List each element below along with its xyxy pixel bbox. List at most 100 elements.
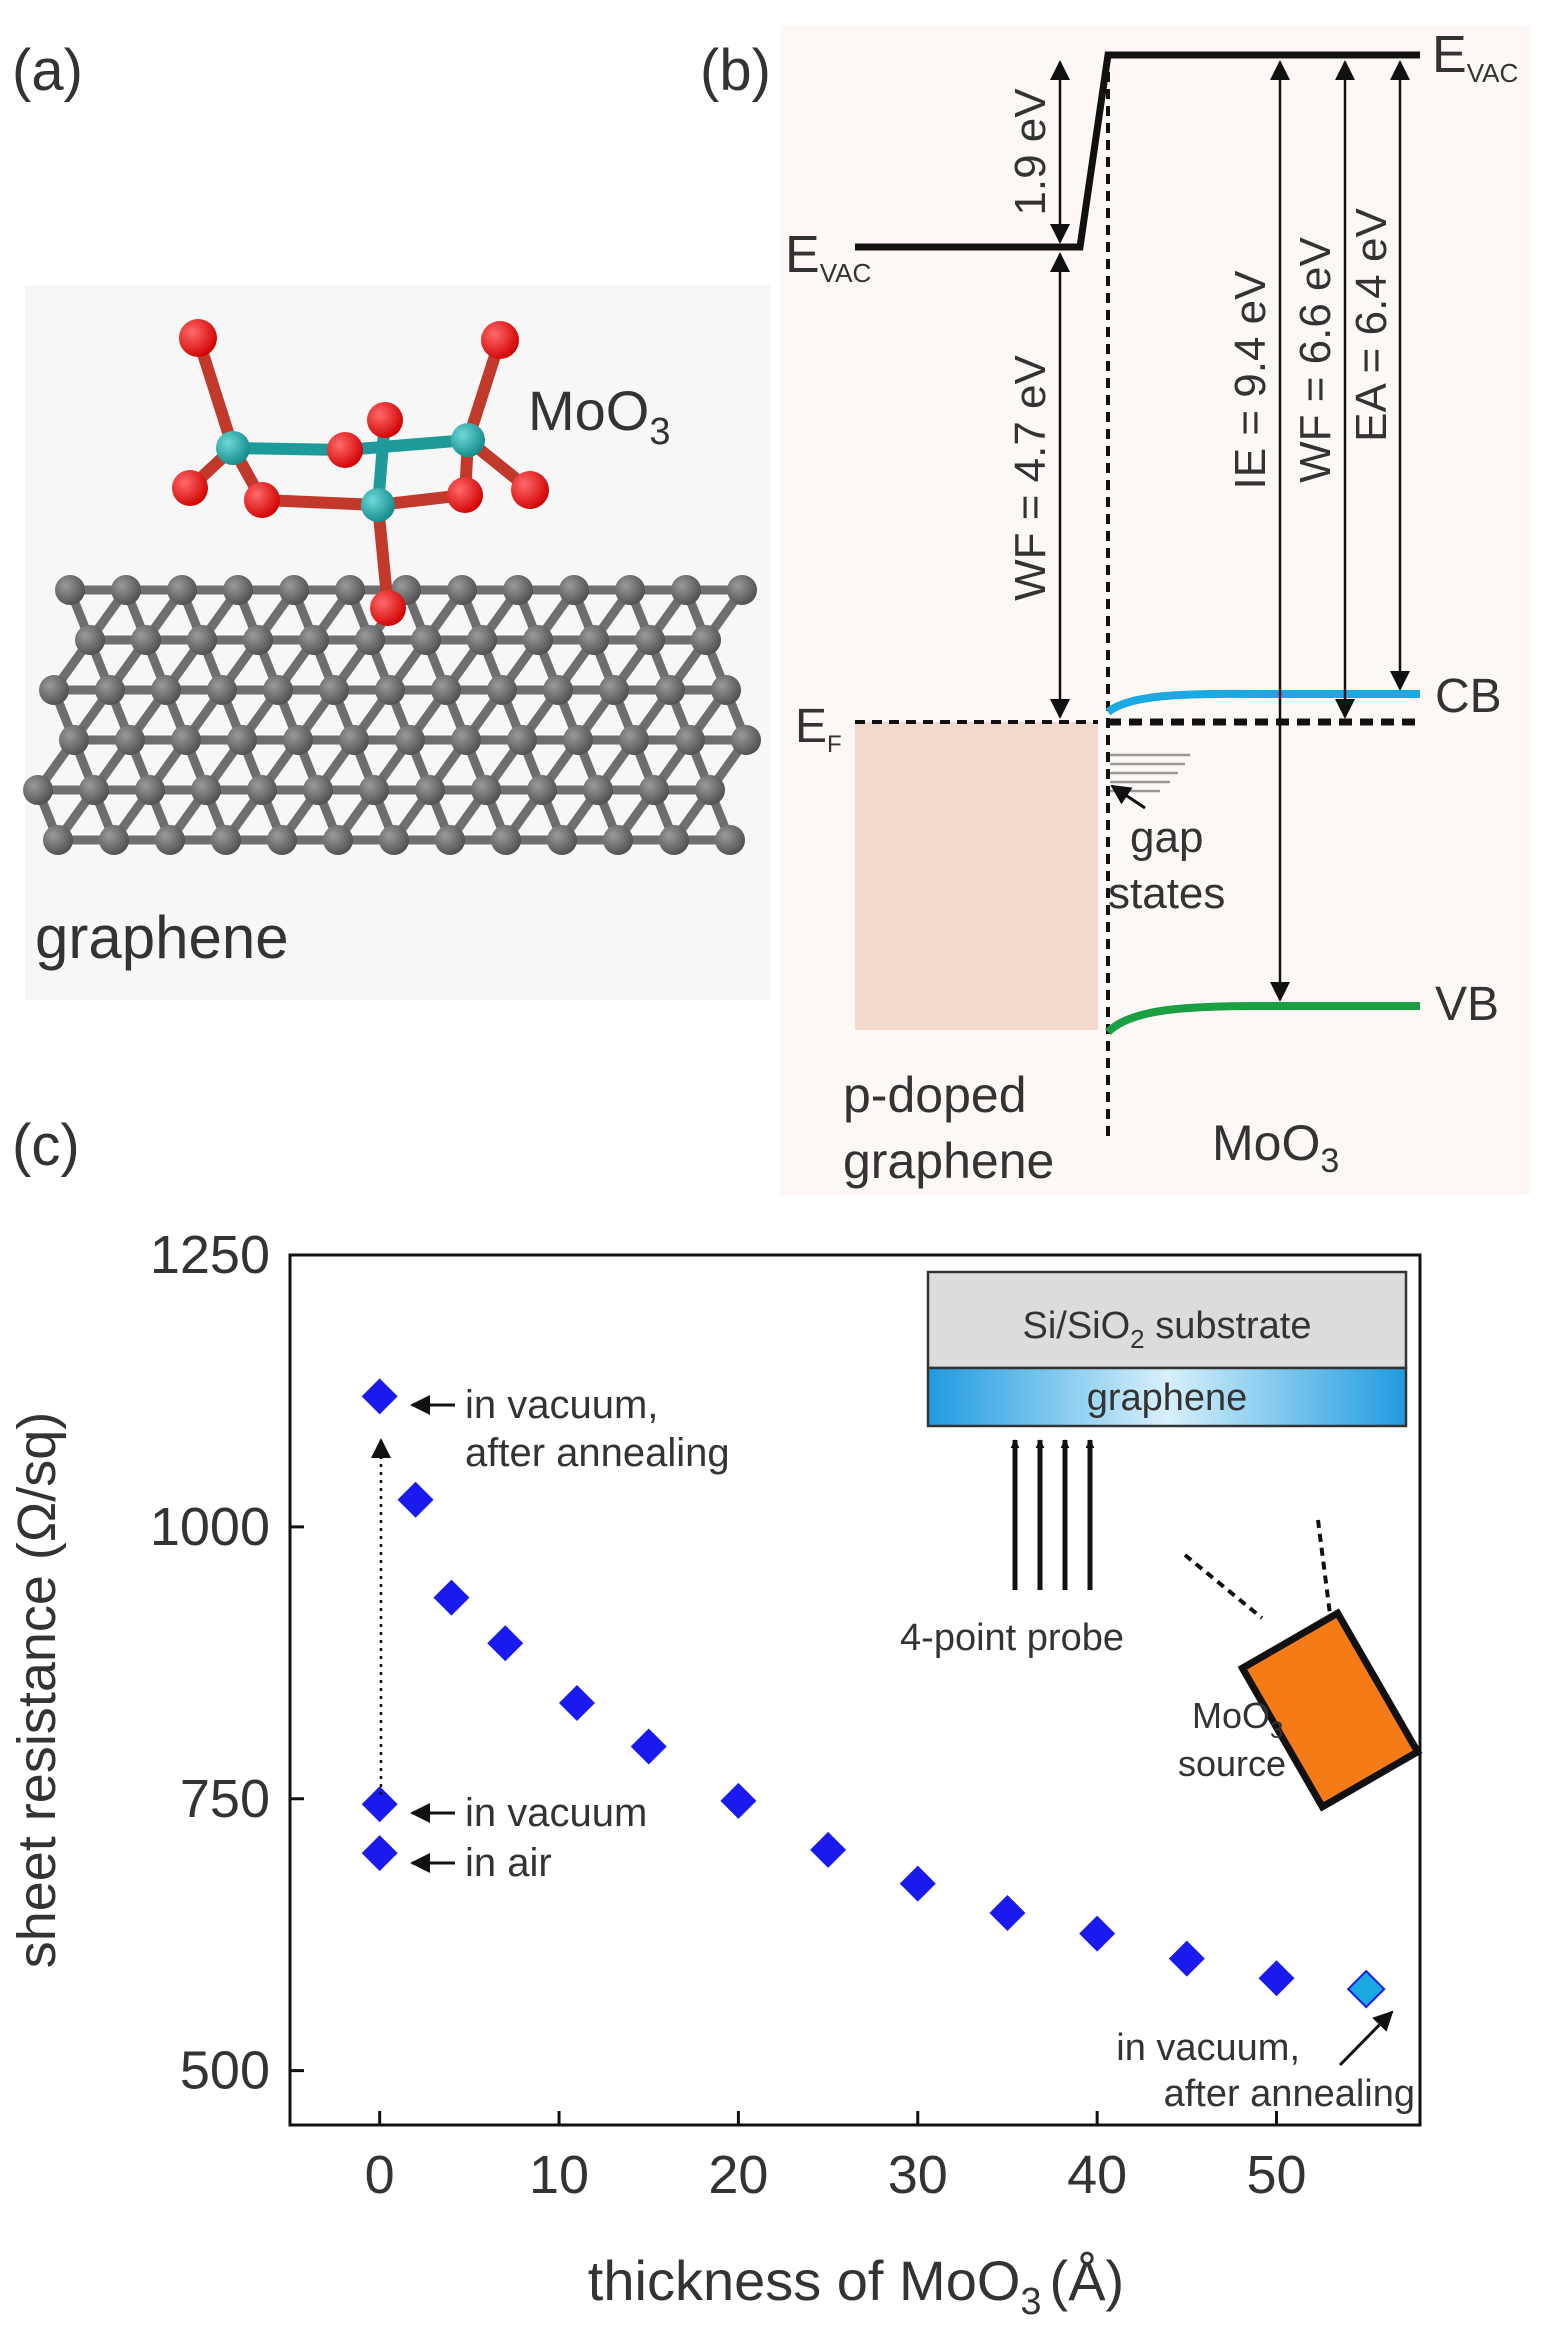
annotation-vacuum: in vacuum: [465, 1791, 647, 1835]
carbon-atom: [99, 825, 129, 855]
data-point: [630, 1728, 667, 1765]
gap-label-2: states: [1108, 869, 1225, 918]
carbon-atom: [559, 575, 589, 605]
carbon-atom: [359, 775, 389, 805]
carbon-atom: [111, 575, 141, 605]
p-doped-label: p-doped: [843, 1067, 1027, 1123]
plot-frame: [288, 1253, 1422, 2127]
pointer-arrow: [1338, 2010, 1394, 2067]
gap-states-arrow: [1110, 784, 1146, 810]
carbon-atom: [523, 625, 553, 655]
wf-moo3-label: WF = 6.6 eV: [1291, 236, 1340, 482]
carbon-atom: [695, 775, 725, 805]
vb-label: VB: [1435, 978, 1499, 1031]
oxygen-atom: [447, 477, 483, 513]
carbon-atom: [187, 625, 217, 655]
oxygen-atom: [370, 590, 406, 626]
y-axis-label: sheet resistance (Ω/sq): [7, 1412, 67, 1969]
carbon-atom: [543, 675, 573, 705]
carbon-atom: [711, 675, 741, 705]
carbon-atom: [379, 825, 409, 855]
conduction-band: [1105, 689, 1420, 716]
moo3-label: MoO3: [528, 379, 671, 453]
panel-a-label: (a): [12, 38, 83, 103]
annotation-vacuum-annealing-1: in vacuum,: [465, 1383, 658, 1427]
moo3-side-label: MoO3: [1212, 1115, 1339, 1180]
data-point: [1168, 1940, 1205, 1977]
carbon-atom: [39, 675, 69, 705]
inset-substrate: [926, 1270, 1408, 1370]
carbon-atom: [135, 775, 165, 805]
data-point: [361, 1786, 398, 1823]
carbon-atom: [727, 575, 757, 605]
annotation-air: in air: [465, 1841, 552, 1885]
x-tick-label: 40: [1067, 2145, 1127, 2205]
energy-arrows: [1050, 60, 1410, 1002]
panel-b-label: (b): [700, 38, 771, 103]
data-point: [397, 1481, 434, 1518]
x-axis-label: thickness of MoO3(Å): [588, 2249, 1124, 2323]
carbon-atom: [95, 675, 125, 705]
carbon-atom: [171, 725, 201, 755]
data-point: [361, 1378, 398, 1415]
source-beam-line: [1316, 1519, 1334, 1631]
panel-a: (a): [12, 38, 770, 1000]
p-doped-graphene-label: graphene: [843, 1133, 1054, 1189]
carbon-atom: [211, 825, 241, 855]
oxygen-atom: [327, 432, 363, 468]
source-beam-line: [1183, 1553, 1264, 1620]
carbon-atom: [691, 625, 721, 655]
y-tick-label: 1000: [150, 1497, 270, 1557]
data-point: [558, 1685, 595, 1722]
carbon-atom: [659, 825, 689, 855]
carbon-atom: [579, 625, 609, 655]
carbon-atom: [375, 675, 405, 705]
carbon-atom: [59, 725, 89, 755]
data-point: [720, 1782, 757, 1819]
oxygen-atom: [244, 482, 280, 518]
carbon-atom: [335, 575, 365, 605]
inset-graphene-layer: [926, 1366, 1408, 1428]
oxygen-atom: [172, 470, 208, 506]
evac-left-label: EVAC: [785, 226, 871, 288]
carbon-atom: [655, 675, 685, 705]
carbon-atom: [603, 825, 633, 855]
carbon-atom: [191, 775, 221, 805]
inset-graphene-label: graphene: [1087, 1377, 1248, 1419]
step-label: 1.9 eV: [1006, 88, 1055, 216]
source-label-2: source: [1178, 1743, 1286, 1784]
graphene-lattice: [23, 575, 761, 855]
carbon-atom: [471, 775, 501, 805]
inset-substrate-label: Si/SiO2 substrate: [1022, 1305, 1311, 1354]
oxygen-atom: [511, 471, 549, 509]
valence-band: [1105, 1002, 1420, 1035]
data-point: [1346, 1969, 1386, 2009]
carbon-atom: [415, 775, 445, 805]
annotation-end-1: in vacuum,: [1116, 2027, 1300, 2069]
molybdenum-atom: [216, 431, 250, 465]
wf-graphene-label: WF = 4.7 eV: [1006, 354, 1055, 600]
carbon-atom: [639, 775, 669, 805]
ef-label: EF: [795, 700, 842, 758]
carbon-atom: [411, 625, 441, 655]
x-tick-label: 10: [529, 2145, 589, 2205]
y-tick-label: 1250: [150, 1225, 270, 1285]
vacuum-level-line: [855, 51, 1420, 251]
carbon-atom: [675, 725, 705, 755]
probe-pins: [1010, 1439, 1095, 1590]
x-tick-label: 50: [1246, 2145, 1306, 2205]
source-label-1: MoO3: [1192, 1695, 1283, 1744]
x-tick-label: 20: [708, 2145, 768, 2205]
carbon-atom: [491, 825, 521, 855]
carbon-atom: [451, 725, 481, 755]
carbon-atom: [23, 775, 53, 805]
carbon-atom: [247, 775, 277, 805]
x-tick-label: 0: [365, 2145, 395, 2205]
data-point: [433, 1579, 470, 1616]
carbon-atom: [619, 725, 649, 755]
carbon-atom: [599, 675, 629, 705]
carbon-atom: [319, 675, 349, 705]
